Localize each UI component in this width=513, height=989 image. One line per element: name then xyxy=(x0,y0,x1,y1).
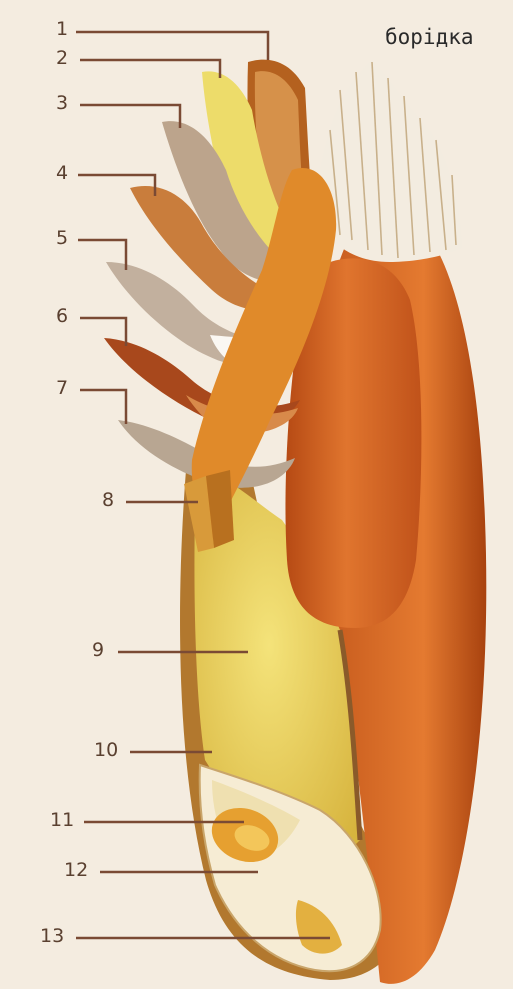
label-2: 2 xyxy=(56,49,68,68)
label-11: 11 xyxy=(50,811,74,830)
label-13: 13 xyxy=(40,927,64,946)
leader-7 xyxy=(80,390,126,424)
label-3: 3 xyxy=(56,94,68,113)
label-8: 8 xyxy=(102,491,114,510)
label-1: 1 xyxy=(56,20,68,39)
label-5: 5 xyxy=(56,229,68,248)
label-10: 10 xyxy=(94,741,118,760)
leader-5 xyxy=(78,240,126,270)
leader-3 xyxy=(80,105,180,128)
label-4: 4 xyxy=(56,164,68,183)
label-12: 12 xyxy=(64,861,88,880)
leader-1 xyxy=(76,32,268,60)
beard-label: борідка xyxy=(385,25,474,49)
label-7: 7 xyxy=(56,379,68,398)
label-6: 6 xyxy=(56,307,68,326)
leader-6 xyxy=(80,318,126,346)
leader-2 xyxy=(80,60,220,78)
label-9: 9 xyxy=(92,641,104,660)
leader-4 xyxy=(78,175,155,196)
